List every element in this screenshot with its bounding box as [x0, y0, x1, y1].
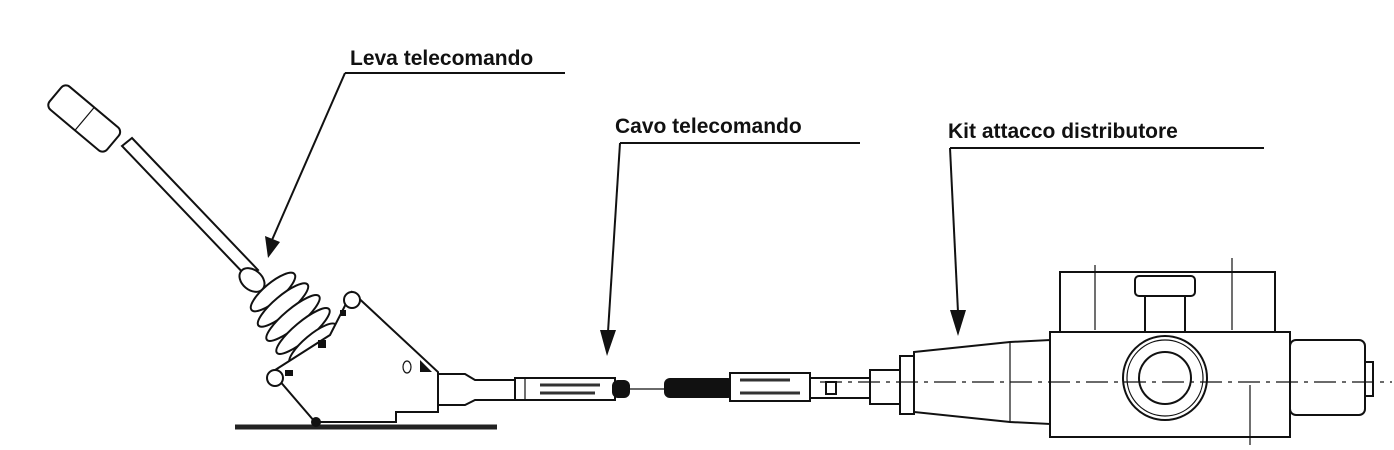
leader-lever: [271, 72, 346, 241]
port-inner: [1138, 351, 1192, 405]
nut: [899, 355, 915, 415]
leader-kit: [949, 147, 959, 313]
valve-cap: [1289, 339, 1366, 416]
arrowhead-kit: [950, 310, 966, 336]
label-kit-text: Kit attacco distributore: [948, 120, 1178, 143]
label-cable: Cavo telecomando: [600, 115, 860, 356]
distributor-kit: [664, 258, 1392, 445]
label-cable-text: Cavo telecomando: [615, 115, 802, 138]
cable-end: [664, 378, 734, 398]
label-lever: Leva telecomando: [265, 47, 565, 258]
lever-handle: [47, 84, 122, 153]
arrowhead-lever: [265, 236, 280, 258]
lever-assembly: [47, 84, 668, 430]
leader-cable: [607, 142, 621, 333]
label-lever-text: Leva telecomando: [350, 47, 533, 70]
arrowhead-cable: [600, 330, 616, 356]
label-kit: Kit attacco distributore: [948, 120, 1264, 336]
cable-sleeve: [729, 372, 811, 402]
lever-cable-fitting: [437, 373, 668, 406]
lever-shaft: [120, 136, 260, 280]
